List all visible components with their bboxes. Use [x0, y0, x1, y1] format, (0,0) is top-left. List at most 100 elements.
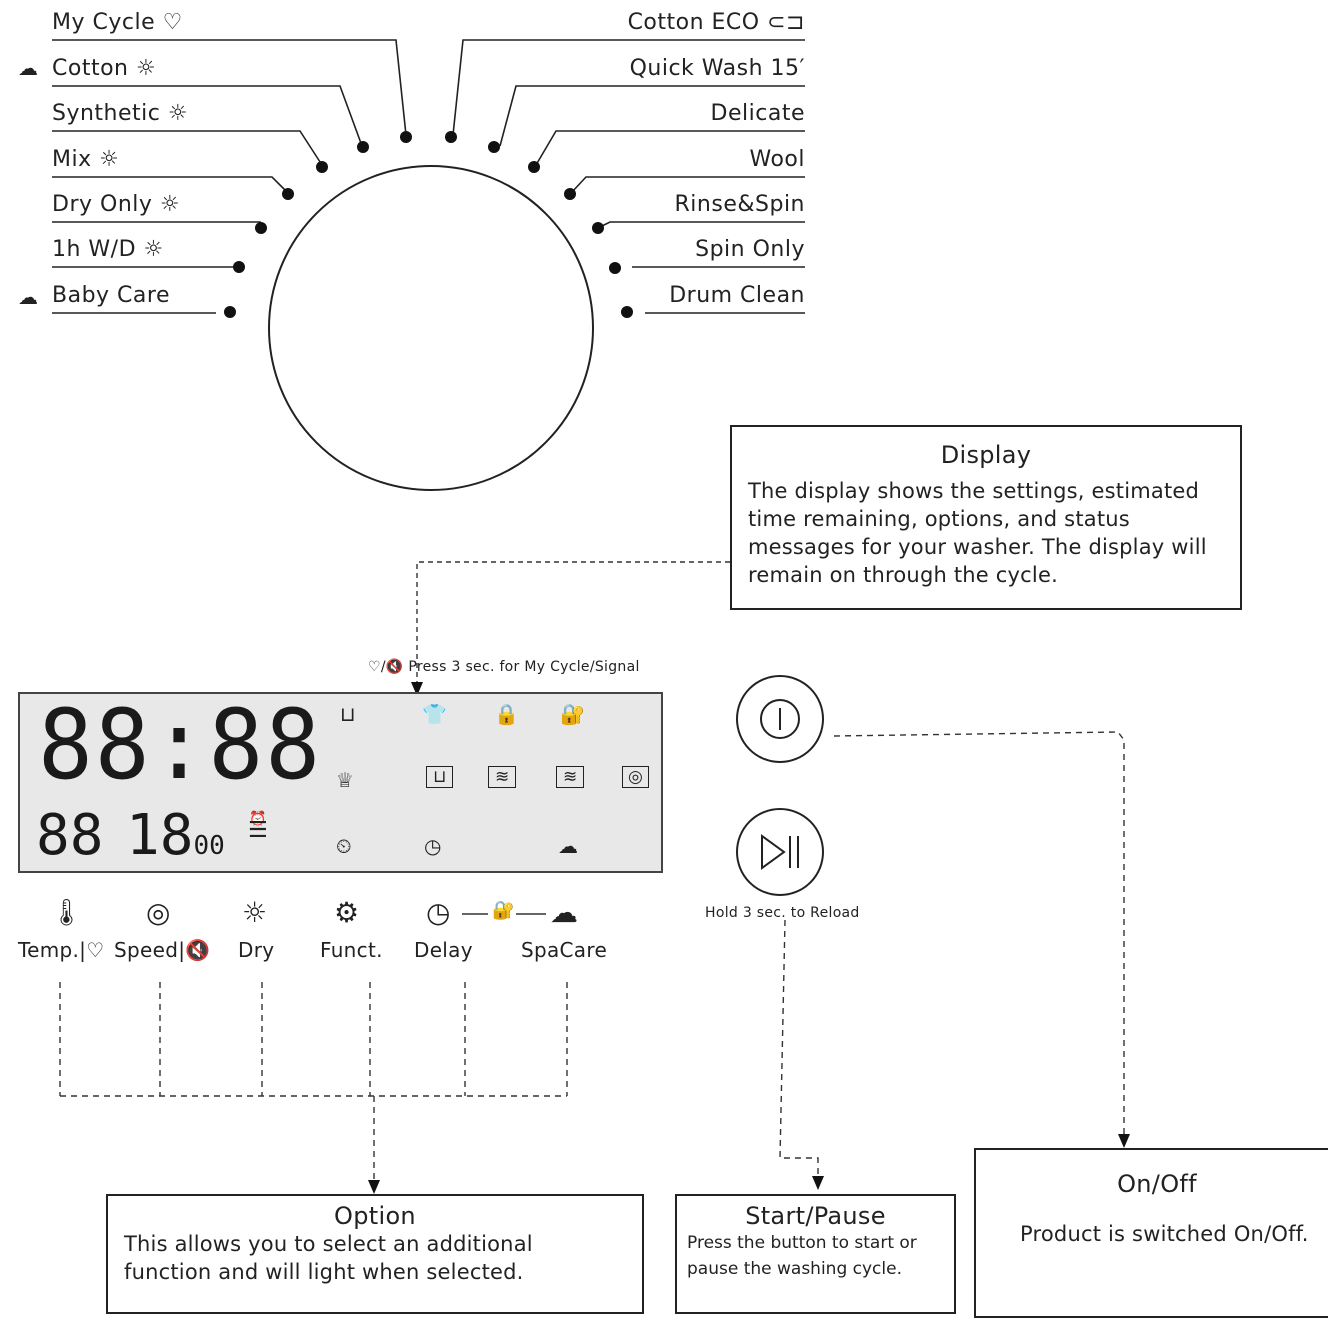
program-delicate[interactable]: Delicate [711, 101, 805, 127]
onoff-callout-title: On/Off [1117, 1170, 1197, 1198]
program-dry-only[interactable]: Dry Only ☼ [52, 192, 180, 218]
child-lock-icon: 🔐 [560, 702, 585, 726]
program-label: Cotton [52, 56, 129, 81]
start-pause-button[interactable] [736, 808, 824, 896]
lcd-small-mid-digits: 18 [126, 803, 194, 868]
rinse-stage-icon: ≋ [488, 766, 517, 788]
program-synthetic[interactable]: Synthetic ☼ [52, 101, 188, 127]
delay-clock-icon: ◷ [424, 834, 442, 858]
speed-button[interactable]: Speed|🔇 [114, 938, 211, 962]
program-cotton-eco[interactable]: Cotton ECO ⊂⊐ [628, 10, 805, 36]
program-label: Cotton ECO [627, 10, 760, 35]
sun-icon: ☼ [135, 56, 157, 81]
alarm-level-icon: ⏰☰ [248, 811, 268, 843]
lcd-small-mid-suffix: 00 [193, 831, 225, 861]
option-callout-title: Option [334, 1202, 416, 1230]
program-label: Quick Wash 15′ [629, 56, 805, 81]
steam-cloud-icon: ☁ [18, 285, 38, 309]
display-callout-text: The display shows the settings, estimate… [748, 479, 1207, 587]
mute-icon: 🔇 [385, 659, 404, 675]
display-hint: ♡/🔇 Press 3 sec. for My Cycle/Signal [368, 659, 640, 675]
program-label: Baby Care [52, 283, 170, 308]
temp-button[interactable]: Temp.|♡ [18, 938, 105, 962]
power-button[interactable] [736, 675, 824, 763]
dial-dot [445, 131, 457, 143]
heart-icon: ♡ [368, 659, 381, 675]
crown-icon: ♕ [336, 768, 354, 792]
program-label: Dry Only [52, 192, 153, 217]
program-spin-only[interactable]: Spin Only [695, 237, 805, 263]
program-label: Drum Clean [669, 283, 805, 308]
program-label: Wool [749, 147, 805, 172]
steam-cloud-icon: ☁ [550, 896, 578, 929]
delay-label: Delay [414, 938, 473, 962]
child-lock-icon: 🔐 [492, 900, 515, 921]
program-quick-wash[interactable]: Quick Wash 15′ [630, 56, 805, 82]
lcd-small-mid: 1800 [126, 806, 225, 866]
sun-icon: ☼ [159, 192, 181, 217]
program-rinse-spin[interactable]: Rinse&Spin [675, 192, 805, 218]
wash-stage-icon: ⊔ [426, 766, 454, 788]
dial-dot [282, 188, 294, 200]
eco-tag-icon: ⊂⊐ [767, 10, 805, 35]
mute-icon: 🔇 [185, 938, 211, 962]
program-baby-care[interactable]: Baby Care [52, 283, 170, 309]
program-1h-wd[interactable]: 1h W/D ☼ [52, 237, 164, 263]
clock-icon: ◷ [426, 896, 451, 929]
program-label: Mix [52, 147, 92, 172]
steam-cloud-icon: ☁ [18, 56, 38, 80]
dry-button[interactable]: Dry [238, 938, 274, 962]
program-label: My Cycle [52, 10, 156, 35]
function-label: Funct. [320, 938, 383, 962]
start-pause-callout: Start/Pause Press the button to start or… [675, 1194, 956, 1314]
dial-dot [609, 262, 621, 274]
detergent-icon: ⊔ [340, 702, 356, 726]
program-cotton[interactable]: Cotton ☼ [52, 56, 156, 82]
dial-dot [592, 222, 604, 234]
display-hint-text: Press 3 sec. for My Cycle/Signal [408, 659, 640, 675]
start-pause-callout-title: Start/Pause [745, 1202, 886, 1230]
power-icon [760, 699, 800, 739]
spacare-button[interactable]: SpaCare [521, 938, 607, 962]
spin-stage-icon: ≋ [556, 766, 585, 788]
dial-dot [357, 141, 369, 153]
dial-dot [564, 188, 576, 200]
dial-dot [224, 306, 236, 318]
drum-icon: ◎ [622, 766, 649, 788]
dial-dot [528, 161, 540, 173]
display-callout: Display The display shows the settings, … [730, 425, 1242, 610]
sun-icon: ☼ [143, 237, 164, 262]
program-label: Synthetic [52, 101, 161, 126]
lock-icon: 🔒 [494, 702, 519, 726]
program-wool[interactable]: Wool [750, 147, 806, 173]
heart-icon: ♡ [162, 10, 183, 35]
sun-icon: ☼ [242, 896, 268, 929]
start-pause-hint: Hold 3 sec. to Reload [705, 905, 860, 921]
time-saver-icon: ⏲ [336, 834, 352, 858]
onoff-callout-text: Product is switched On/Off. [1020, 1222, 1309, 1246]
speed-label: Speed [114, 938, 179, 962]
dial-dot [488, 141, 500, 153]
start-pause-callout-text: Press the button to start or pause the w… [687, 1233, 917, 1279]
heart-icon: ♡ [86, 938, 105, 962]
delay-button[interactable]: Delay [414, 938, 473, 962]
sun-icon: ☼ [99, 147, 120, 172]
program-my-cycle[interactable]: My Cycle ♡ [52, 10, 183, 36]
function-button[interactable]: Funct. [320, 938, 383, 962]
program-label: 1h W/D [52, 237, 137, 262]
thermometer-icon: 🌡 [50, 898, 84, 928]
display-callout-title: Display [940, 441, 1032, 469]
program-drum-clean[interactable]: Drum Clean [669, 283, 805, 309]
spacare-label: SpaCare [521, 938, 608, 962]
dial-dot [621, 306, 633, 318]
lcd-big-digits: 88:88 [38, 689, 323, 801]
play-pause-icon [761, 834, 799, 870]
program-mix[interactable]: Mix ☼ [52, 147, 119, 173]
lcd-display: 88:88 88 1800 ⏰☰ ⊔ 👕 🔒 🔐 ♕ ⊔ ≋ ≋ ◎ ⏲ ◷ ☁ [18, 689, 663, 873]
dry-label: Dry [238, 938, 275, 962]
spin-icon: ◎ [146, 896, 171, 929]
lcd-small-left: 88 [36, 803, 104, 868]
dial-dot [400, 131, 412, 143]
gear-icon: ⚙ [334, 896, 360, 929]
